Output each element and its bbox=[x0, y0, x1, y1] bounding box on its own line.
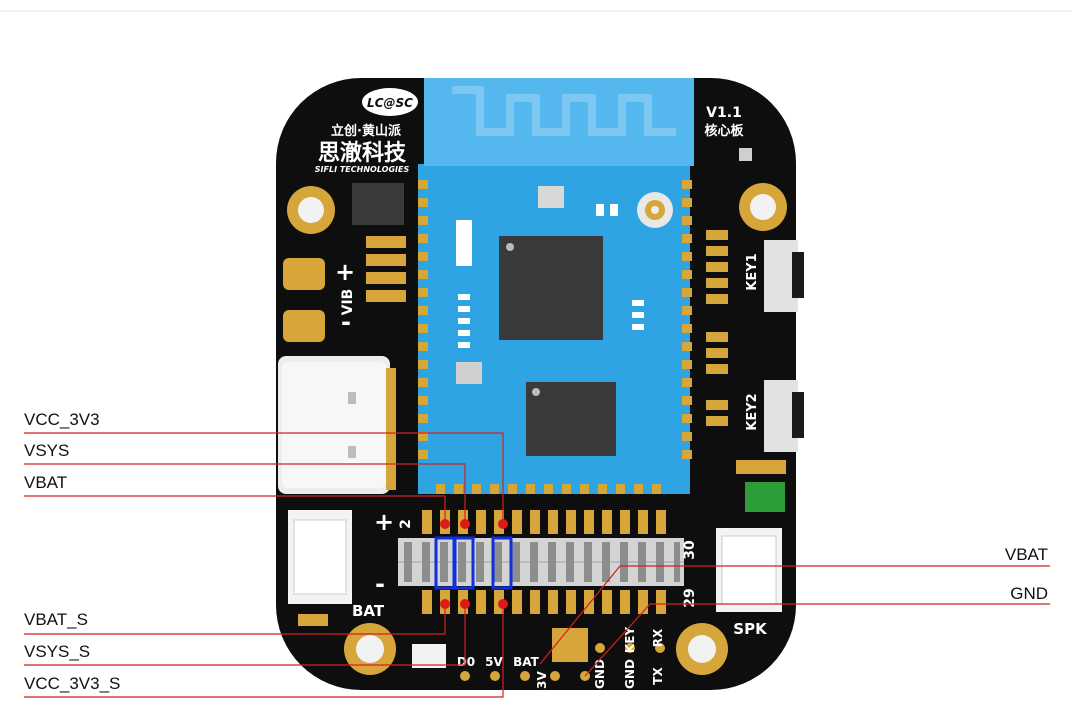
header-pin29-label: 29 bbox=[682, 588, 698, 607]
callout-vsys-s: VSYS_S bbox=[24, 642, 91, 661]
callout-right-gnd: GND bbox=[1010, 584, 1048, 603]
bat-minus: - bbox=[375, 570, 385, 598]
brand-company-en: SIFLI TECHNOLOGIES bbox=[315, 165, 410, 174]
power-passives bbox=[352, 183, 406, 302]
header-pin30-label: 30 bbox=[682, 540, 698, 560]
usb-c-connector bbox=[278, 356, 396, 494]
callout-vsys: VSYS bbox=[24, 441, 70, 460]
key-buttons: KEY1 KEY2 bbox=[745, 240, 804, 452]
wireless-module bbox=[418, 78, 694, 494]
key1-label: KEY1 bbox=[745, 253, 760, 290]
callout-vcc3v3: VCC_3V3 bbox=[24, 410, 100, 429]
pad-label-rx: RX bbox=[651, 628, 665, 647]
spk-label: SPK bbox=[733, 620, 768, 638]
line-vcc3v3-s bbox=[24, 604, 504, 698]
pad-label-5v: 5V bbox=[485, 655, 503, 669]
jumper-box-vcc3v3 bbox=[491, 536, 513, 590]
brand-logo: LC@SC 立创·黄山派 思澈科技 SIFLI TECHNOLOGIES bbox=[315, 88, 418, 174]
mounting-holes bbox=[287, 183, 787, 675]
pad-label-gnd2: GND bbox=[623, 659, 637, 689]
callout-right-vbat: VBAT bbox=[1004, 545, 1048, 564]
right-passives bbox=[706, 230, 786, 474]
callout-vbat: VBAT bbox=[24, 473, 68, 492]
line-right-gnd bbox=[584, 603, 1050, 677]
line-right-vbat bbox=[539, 565, 1050, 665]
callout-vcc3v3-s: VCC_3V3_S bbox=[24, 674, 121, 693]
pad-label-gnd1: GND bbox=[593, 659, 607, 689]
line-vsys-s bbox=[24, 604, 466, 666]
line-vsys bbox=[24, 463, 466, 524]
led-component bbox=[739, 148, 752, 161]
vib-pads: + - VIB bbox=[283, 258, 356, 342]
callout-lines bbox=[24, 432, 1050, 698]
pad-label-3v: 3V bbox=[535, 670, 549, 688]
key2-label: KEY2 bbox=[745, 393, 760, 430]
brand-name-cn: 立创·黄山派 bbox=[331, 123, 402, 139]
vib-label: VIB bbox=[340, 289, 356, 316]
version-label: V1.1 bbox=[706, 105, 742, 121]
bottom-pads: D0 5V BAT 3V GND GND KEY RX TX bbox=[298, 614, 665, 689]
pad-label-d0: D0 bbox=[457, 655, 475, 669]
brand-company-cn: 思澈科技 bbox=[318, 140, 407, 166]
main-soc-chip bbox=[499, 236, 603, 340]
callout-vbat-s: VBAT_S bbox=[24, 610, 88, 629]
bat-plus: + bbox=[374, 508, 394, 536]
line-vcc3v3 bbox=[24, 432, 504, 524]
jumper-box-vsys bbox=[453, 536, 475, 590]
header-pin2-label: 2 bbox=[398, 519, 414, 529]
spk-connector: SPK bbox=[716, 528, 782, 638]
version-sub-label: 核心板 bbox=[704, 123, 744, 139]
bat-label: BAT bbox=[352, 602, 385, 620]
green-component bbox=[745, 482, 785, 512]
pad-label-bat: BAT bbox=[513, 655, 540, 669]
bat-connector: + - BAT bbox=[288, 508, 394, 620]
pad-label-key: KEY bbox=[623, 627, 637, 653]
line-vbat-s bbox=[24, 604, 446, 635]
vib-minus: - bbox=[341, 308, 351, 336]
pad-label-tx: TX bbox=[651, 667, 665, 685]
flash-chip bbox=[526, 382, 616, 456]
vib-plus: + bbox=[335, 258, 355, 286]
line-vbat bbox=[24, 495, 446, 524]
brand-lcsc: LC@SC bbox=[367, 96, 413, 110]
